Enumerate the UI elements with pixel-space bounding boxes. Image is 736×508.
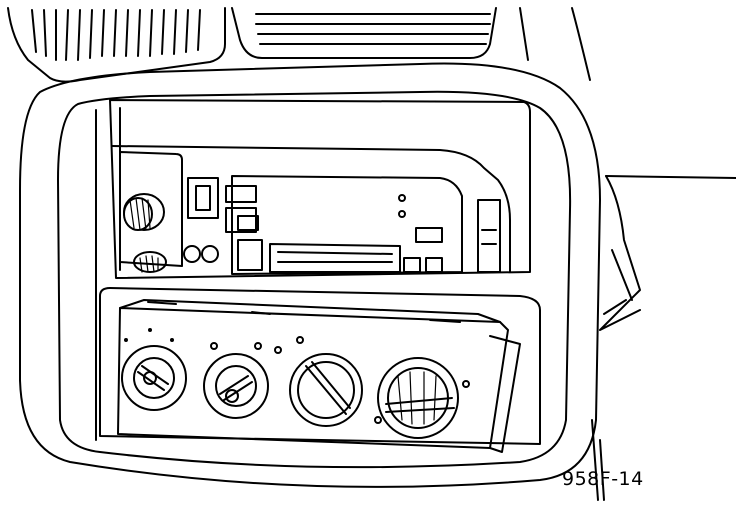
temperature-knob [203,342,269,419]
air-direction-knob [374,357,470,439]
center-console-bezel [19,62,601,488]
upper-air-vents [7,7,591,83]
side-trim-panel [591,175,736,501]
mode-selector-knob [274,336,363,427]
volume-knob [123,193,167,273]
figure-code-label: 958F-14 [562,468,644,490]
climate-control-panel [99,287,541,453]
fan-speed-knob [121,328,187,411]
radio-unit [109,99,531,279]
